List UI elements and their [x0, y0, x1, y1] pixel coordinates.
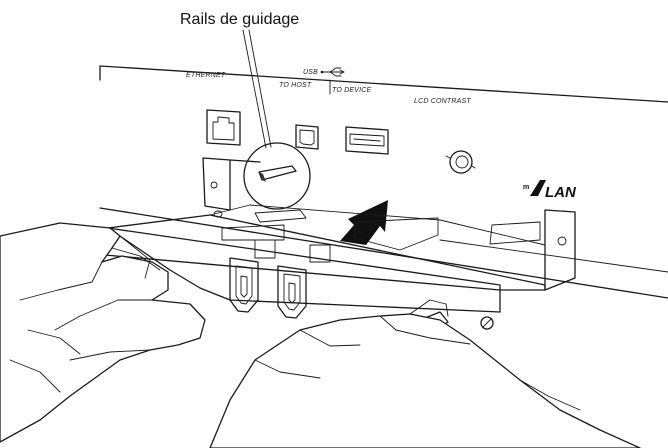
mlan-logo: m LAN — [523, 180, 577, 201]
to-device-label: TO DEVICE — [332, 87, 372, 94]
mlan-port-2-icon — [278, 266, 306, 318]
guide-rail-bracket — [203, 158, 260, 210]
right-hand — [210, 300, 640, 448]
rear-panel — [100, 66, 668, 298]
callout-leader-right — [249, 30, 271, 147]
ethernet-port-icon — [207, 110, 240, 145]
svg-text:LAN: LAN — [545, 184, 577, 201]
to-host-label: TO HOST — [279, 82, 312, 89]
lcd-contrast-knob-icon — [446, 151, 475, 173]
arrow-insert-icon — [340, 200, 388, 245]
ethernet-label: ETHERNET — [186, 72, 226, 79]
callout-leader-left — [243, 30, 266, 148]
usb-b-port-icon — [296, 125, 318, 149]
lcd-contrast-label: LCD CONTRAST — [414, 98, 471, 105]
usb-trident-icon — [321, 68, 344, 76]
left-hand — [0, 223, 205, 442]
usb-label: USB — [303, 69, 318, 76]
screw-icon — [481, 317, 493, 329]
svg-text:m: m — [523, 184, 529, 191]
guide-rail — [259, 166, 296, 182]
usb-a-port-icon — [346, 127, 388, 154]
expansion-card — [105, 205, 545, 290]
callout-label: Rails de guidage — [180, 11, 299, 28]
callout: Rails de guidage — [180, 11, 310, 209]
